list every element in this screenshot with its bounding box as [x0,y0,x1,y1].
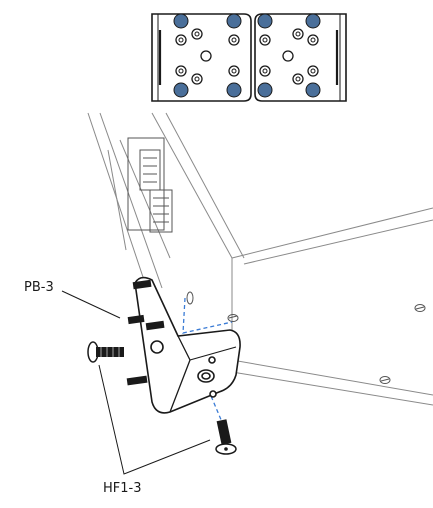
highlight-hole [226,13,242,29]
hf13-screw-bottom [215,419,237,455]
hf13-screw-left [87,341,124,363]
highlight-hole [305,82,321,98]
bracket-top-views [151,13,347,102]
enclosure-holes [186,291,426,384]
highlight-hole [173,13,189,29]
bracket-top-view-right [254,13,347,102]
label-pb3: PB-3 [24,280,54,295]
highlight-hole [173,82,189,98]
highlight-hole [226,82,242,98]
bracket-top-view-left [151,13,252,102]
highlight-hole [305,13,321,29]
bracket-studs [126,279,165,386]
enclosure [87,112,433,406]
label-hf13: HF1-3 [103,481,142,496]
highlight-hole [257,82,273,98]
leader-lines [61,290,211,475]
pb3-bracket [134,276,241,414]
highlight-hole [257,13,273,29]
